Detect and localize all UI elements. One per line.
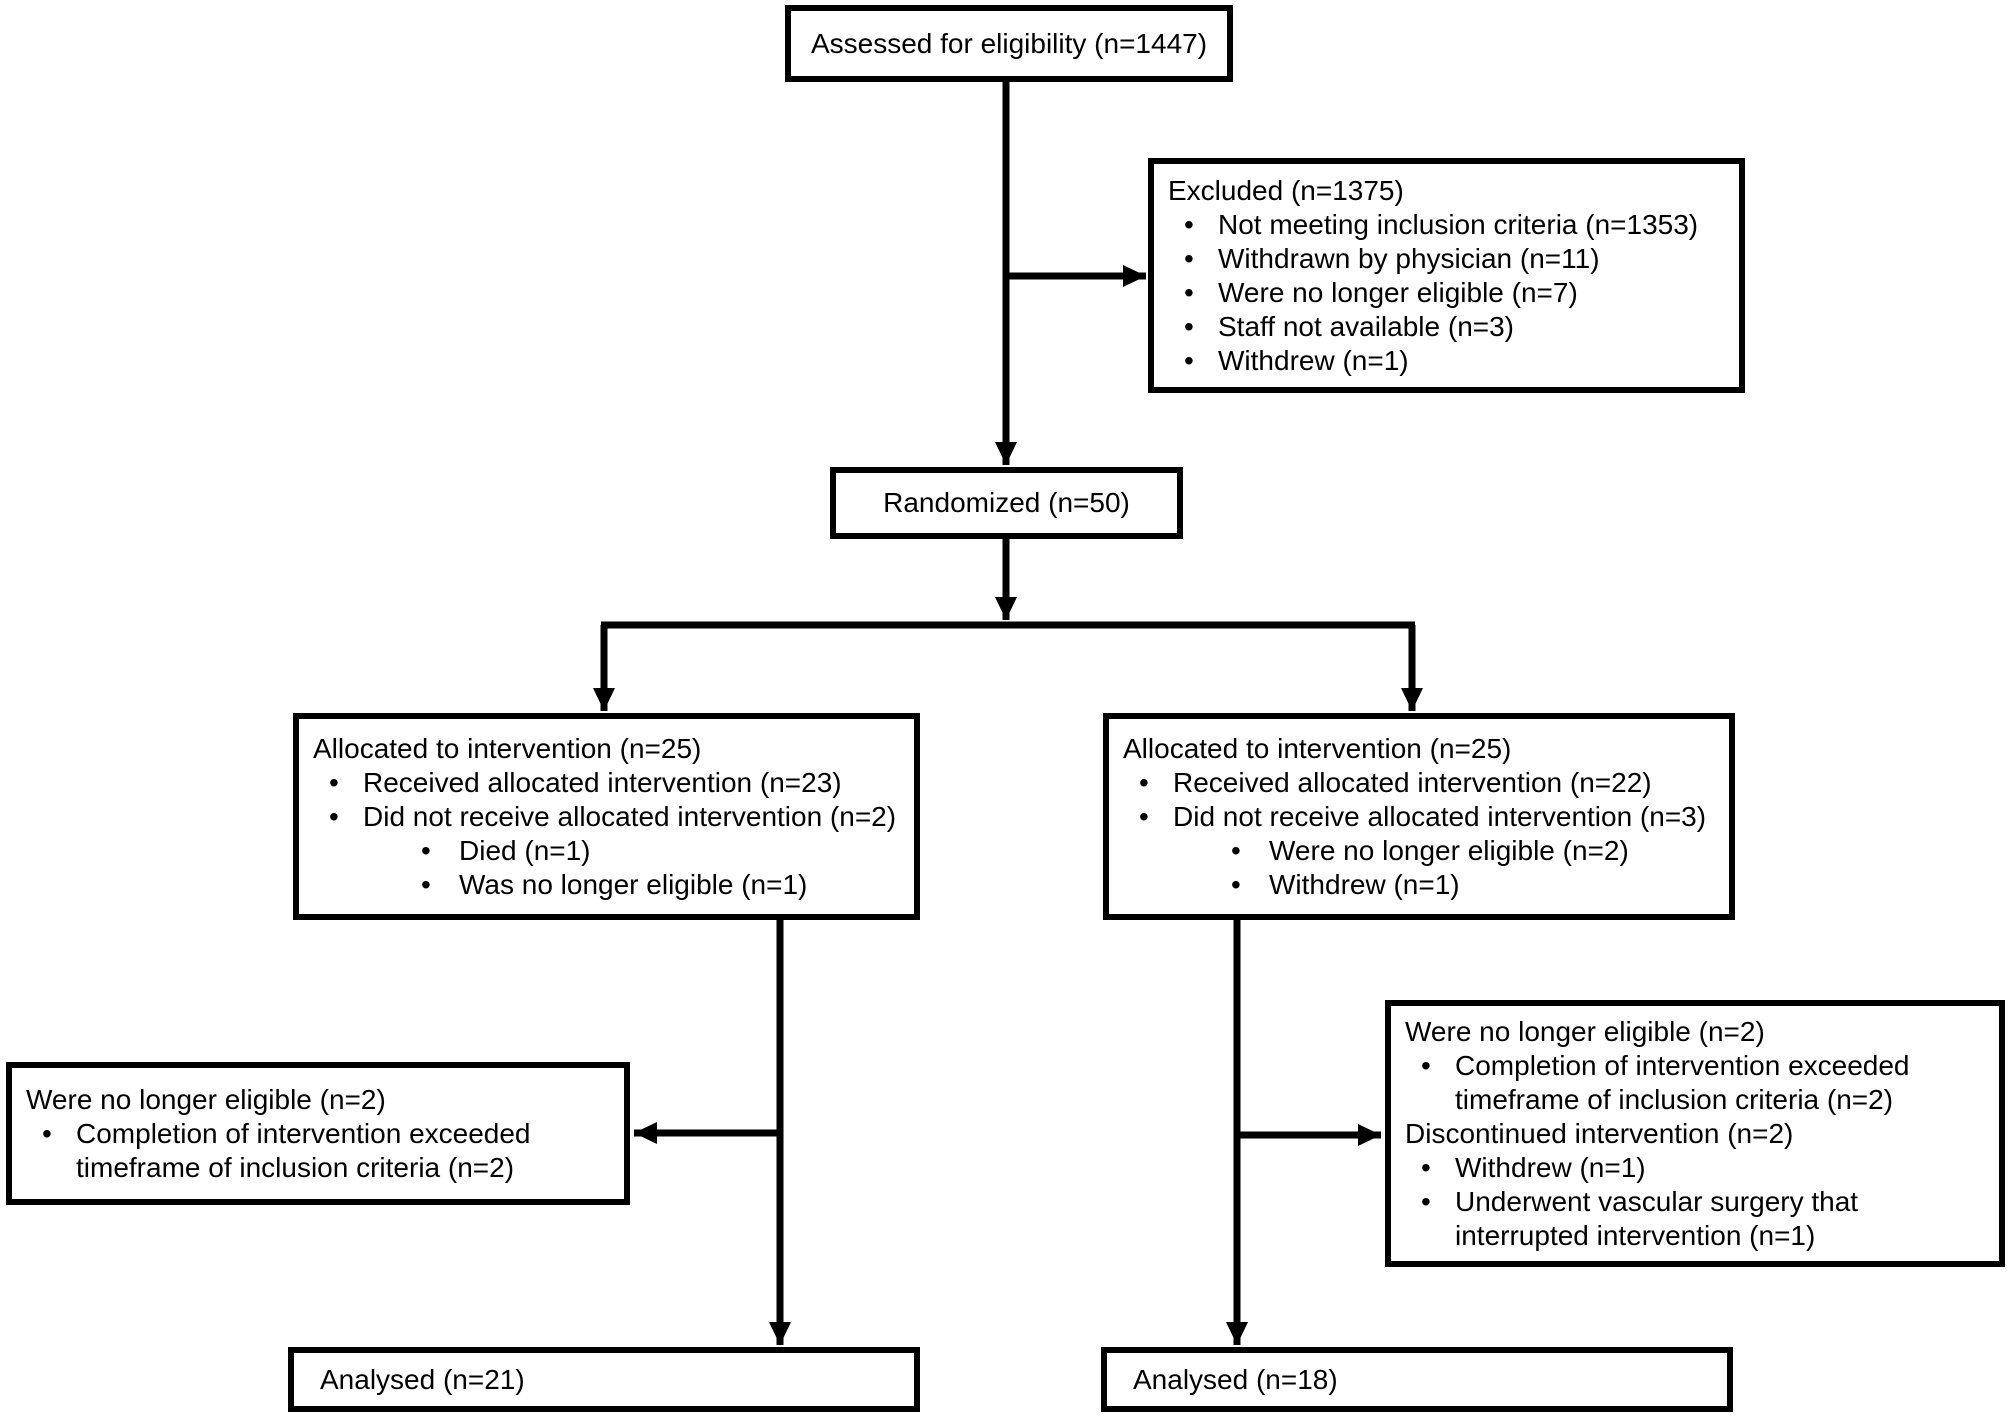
assessed-eligibility-label: Assessed for eligibility (n=1447): [810, 27, 1208, 59]
allocation-left-bullet: Received allocated intervention (n=23): [313, 766, 900, 800]
randomized-label: Randomized (n=50): [883, 487, 1130, 518]
excluded-bullet: Staff not available (n=3): [1168, 310, 1725, 344]
allocation-left-header: Allocated to intervention (n=25): [313, 732, 702, 764]
analysed-left-label: Analysed (n=21): [320, 1363, 525, 1395]
box-followup-left: Were no longer eligible (n=2) Completion…: [6, 1062, 630, 1205]
allocation-right-header: Allocated to intervention (n=25): [1123, 732, 1512, 764]
allocation-left-bullet: Did not receive allocated intervention (…: [313, 800, 900, 834]
excluded-bullet: Withdrawn by physician (n=11): [1168, 242, 1725, 276]
excluded-bullet: Were no longer eligible (n=7): [1168, 276, 1725, 310]
excluded-header: Excluded (n=1375): [1168, 174, 1404, 206]
followup-right-header2: Discontinued intervention (n=2): [1405, 1117, 1794, 1149]
box-analysed-left: Analysed (n=21): [288, 1347, 920, 1412]
box-analysed-right: Analysed (n=18): [1101, 1347, 1733, 1412]
box-followup-right: Were no longer eligible (n=2) Completion…: [1385, 1000, 2005, 1267]
box-excluded: Excluded (n=1375) Not meeting inclusion …: [1148, 158, 1745, 393]
allocation-right-bullet: Received allocated intervention (n=22): [1123, 766, 1715, 800]
followup-right-bullet: Completion of intervention exceeded time…: [1405, 1049, 1985, 1117]
box-allocation-left: Allocated to intervention (n=25) Receive…: [293, 713, 920, 920]
allocation-left-sub-bullet: Died (n=1): [313, 834, 900, 868]
followup-right-header: Were no longer eligible (n=2): [1405, 1015, 1765, 1047]
box-assessed-eligibility: Assessed for eligibility (n=1447): [785, 5, 1233, 82]
allocation-right-sub-bullet: Withdrew (n=1): [1123, 868, 1715, 902]
allocation-left-sub-bullet: Was no longer eligible (n=1): [313, 868, 900, 902]
box-randomized: Randomized (n=50): [830, 467, 1183, 539]
followup-right-bullet: Underwent vascular surgery that interrup…: [1405, 1185, 1985, 1253]
excluded-bullet: Withdrew (n=1): [1168, 344, 1725, 378]
followup-right-bullet: Withdrew (n=1): [1405, 1151, 1985, 1185]
followup-left-bullet: Completion of intervention exceeded time…: [26, 1117, 610, 1185]
excluded-bullet: Not meeting inclusion criteria (n=1353): [1168, 208, 1725, 242]
analysed-right-label: Analysed (n=18): [1133, 1363, 1338, 1395]
allocation-right-bullet: Did not receive allocated intervention (…: [1123, 800, 1715, 834]
box-allocation-right: Allocated to intervention (n=25) Receive…: [1103, 713, 1735, 920]
followup-left-header: Were no longer eligible (n=2): [26, 1083, 386, 1115]
allocation-right-sub-bullet: Were no longer eligible (n=2): [1123, 834, 1715, 868]
